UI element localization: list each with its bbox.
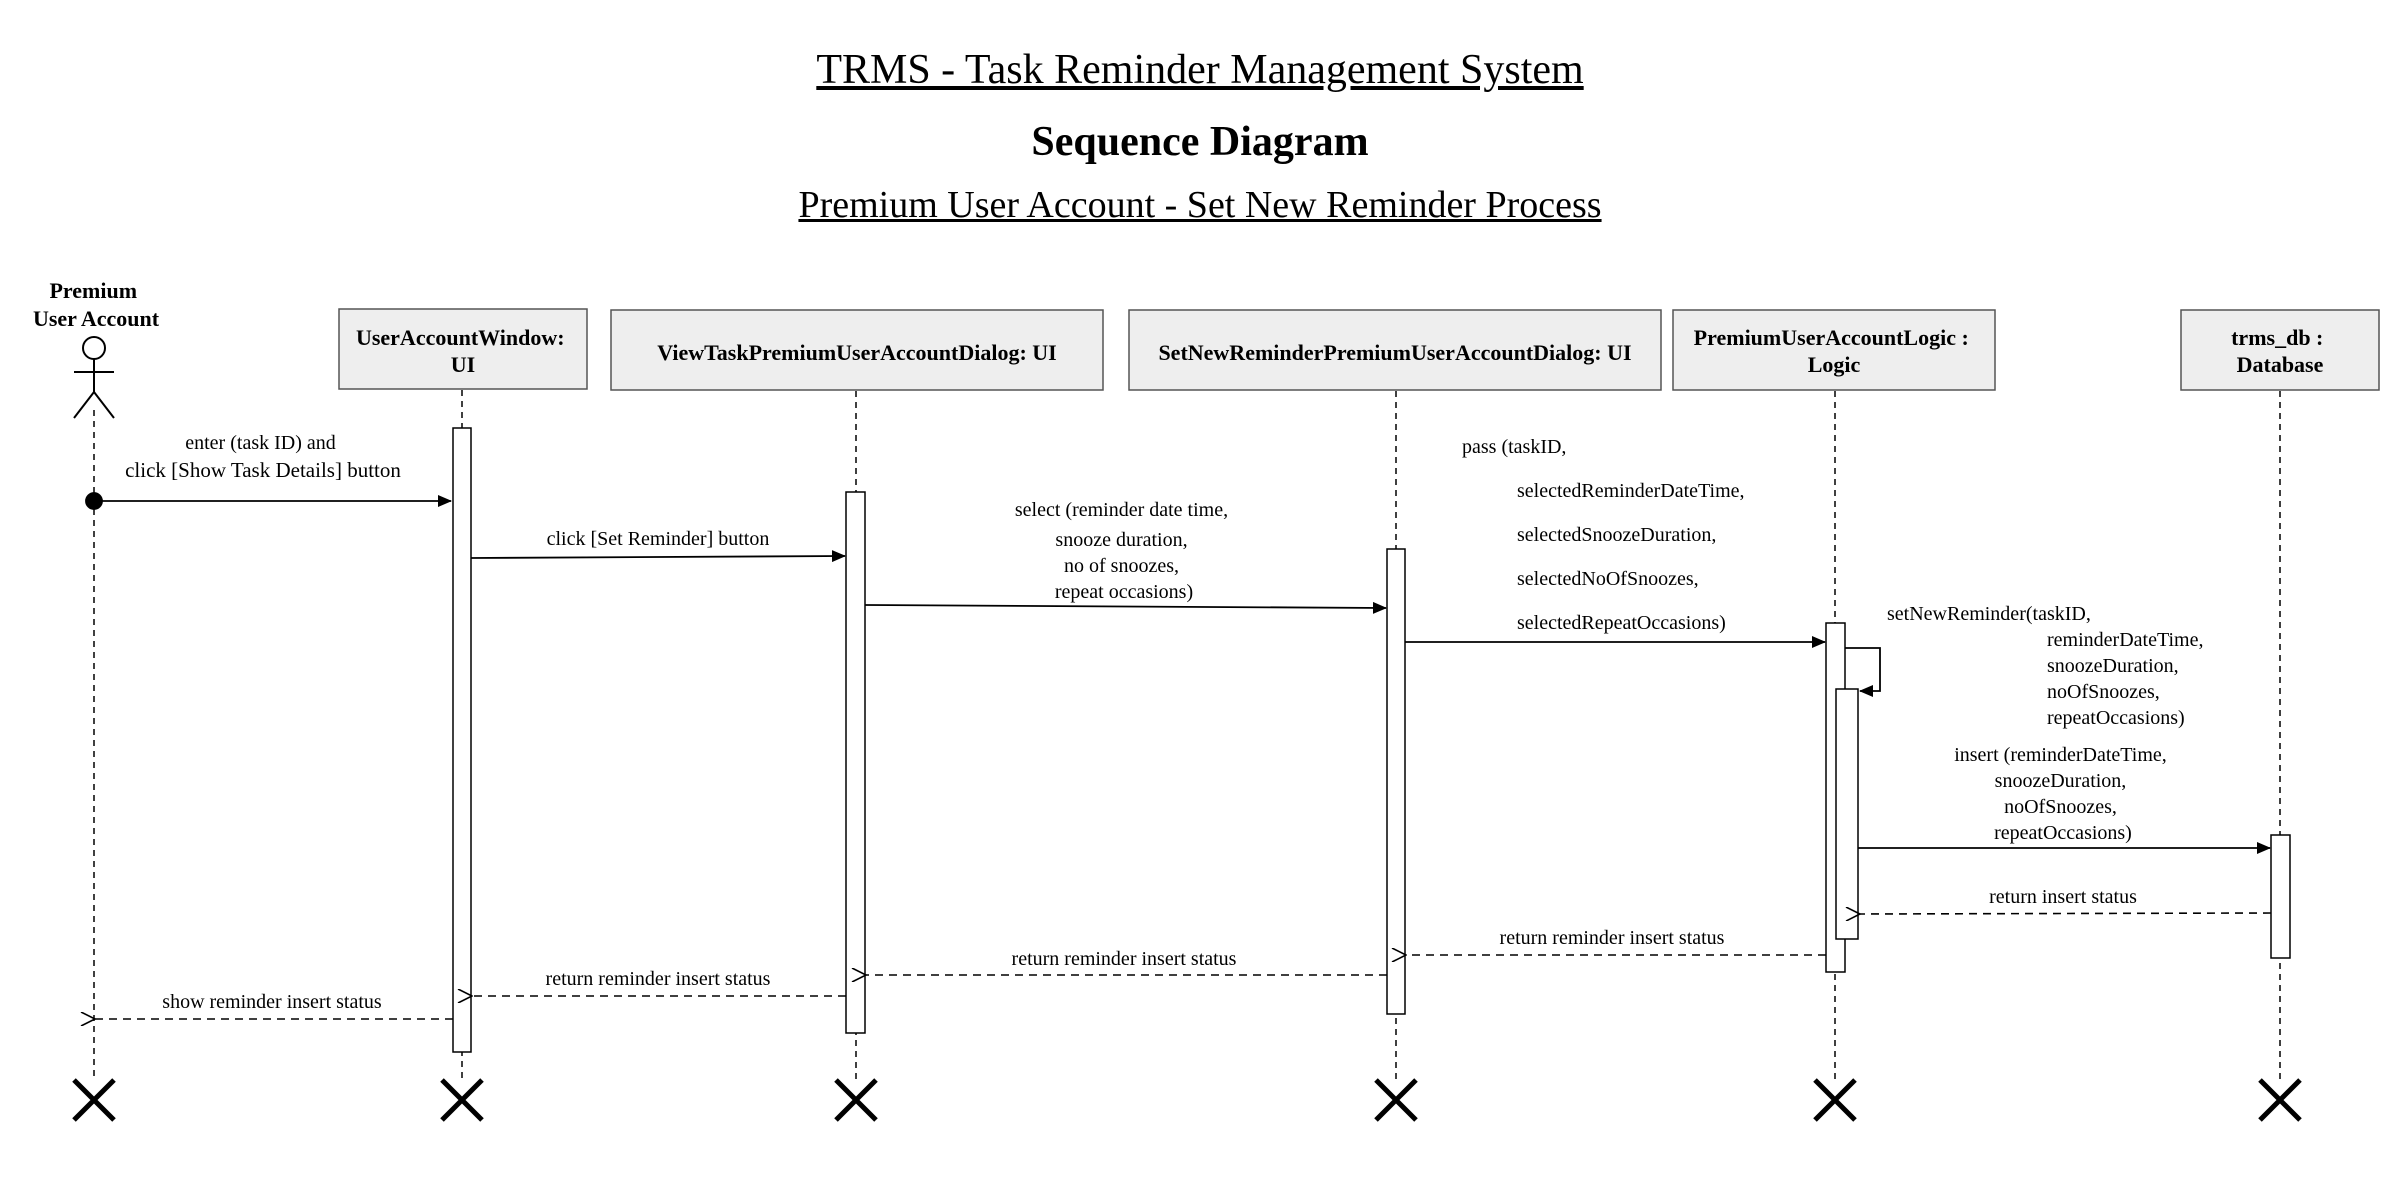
- message-label-m4: pass (taskID, selectedReminderDateTime, …: [1462, 436, 1750, 634]
- message-label-m2: click [Set Reminder] button: [547, 528, 770, 550]
- message-label-m3: select (reminder date time, snooze durat…: [1015, 499, 1233, 603]
- message-label-m6: insert (reminderDateTime, snoozeDuration…: [1954, 744, 2172, 844]
- participant-label-vtd: ViewTaskPremiumUserAccountDialog: UI: [657, 340, 1056, 365]
- return-label-r4: return reminder insert status: [546, 968, 771, 990]
- participant-label-snr: SetNewReminderPremiumUserAccountDialog: …: [1158, 340, 1631, 365]
- destroy-mark-actor: [72, 1078, 116, 1122]
- destroy-mark-vtd: [834, 1078, 878, 1122]
- activation-vtd: [845, 491, 866, 1034]
- destroy-mark-db: [2258, 1078, 2302, 1122]
- participant-box-uaw: [338, 308, 588, 390]
- message-label-m1: enter (task ID) and click [Show Task Det…: [125, 432, 401, 482]
- participant-box-vtd: [610, 309, 1104, 391]
- return-arrow-r1: [1860, 913, 2272, 914]
- message-arrow-m2: [470, 550, 846, 563]
- return-label-r1: return insert status: [1989, 886, 2137, 908]
- message-arrow-m3: [864, 601, 1387, 614]
- return-label-r3: return reminder insert status: [1012, 948, 1237, 970]
- participant-box-snr: [1128, 309, 1662, 391]
- destroy-mark-pual: [1813, 1078, 1857, 1122]
- return-label-r2: return reminder insert status: [1500, 927, 1725, 949]
- actor-figure: [73, 336, 115, 419]
- activation-pual-inner: [1835, 688, 1859, 940]
- actor-label: Premium User Account: [33, 278, 160, 331]
- destroy-mark-uaw: [440, 1078, 484, 1122]
- message-arrow-m5-self: [1845, 647, 1881, 697]
- activation-uaw: [452, 427, 472, 1053]
- activation-snr: [1386, 548, 1406, 1015]
- message-label-m5: setNewReminder(taskID, reminderDateTime,…: [1887, 603, 2208, 729]
- system-title: TRMS - Task Reminder Management System: [816, 47, 1584, 93]
- participant-box-db: [2180, 309, 2380, 391]
- participant-box-pual: [1672, 309, 1996, 391]
- return-label-r5: show reminder insert status: [162, 991, 382, 1013]
- diagram-type-title: Sequence Diagram: [1031, 119, 1369, 165]
- participant-label-uaw: UserAccountWindow: UI: [356, 325, 570, 377]
- participant-label-db: trms_db : Database: [2231, 325, 2329, 377]
- participant-label-pual: PremiumUserAccountLogic : Logic: [1694, 325, 1975, 377]
- process-title: Premium User Account - Set New Reminder …: [798, 184, 1602, 226]
- destroy-mark-snr: [1374, 1078, 1418, 1122]
- activation-db: [2270, 834, 2291, 959]
